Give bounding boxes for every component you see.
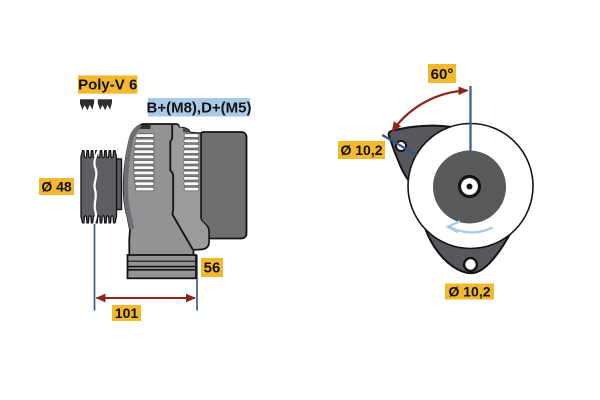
svg-text:Poly-V 6: Poly-V 6 bbox=[78, 77, 137, 94]
svg-text:Ø 10,2: Ø 10,2 bbox=[340, 142, 382, 158]
svg-text:B+(M8),D+(M5): B+(M8),D+(M5) bbox=[146, 100, 251, 117]
svg-text:Ø 10,2: Ø 10,2 bbox=[448, 284, 490, 300]
svg-text:101: 101 bbox=[115, 305, 139, 321]
svg-text:Ø 48: Ø 48 bbox=[41, 178, 72, 194]
svg-text:60°: 60° bbox=[431, 66, 454, 83]
svg-text:56: 56 bbox=[204, 260, 221, 277]
